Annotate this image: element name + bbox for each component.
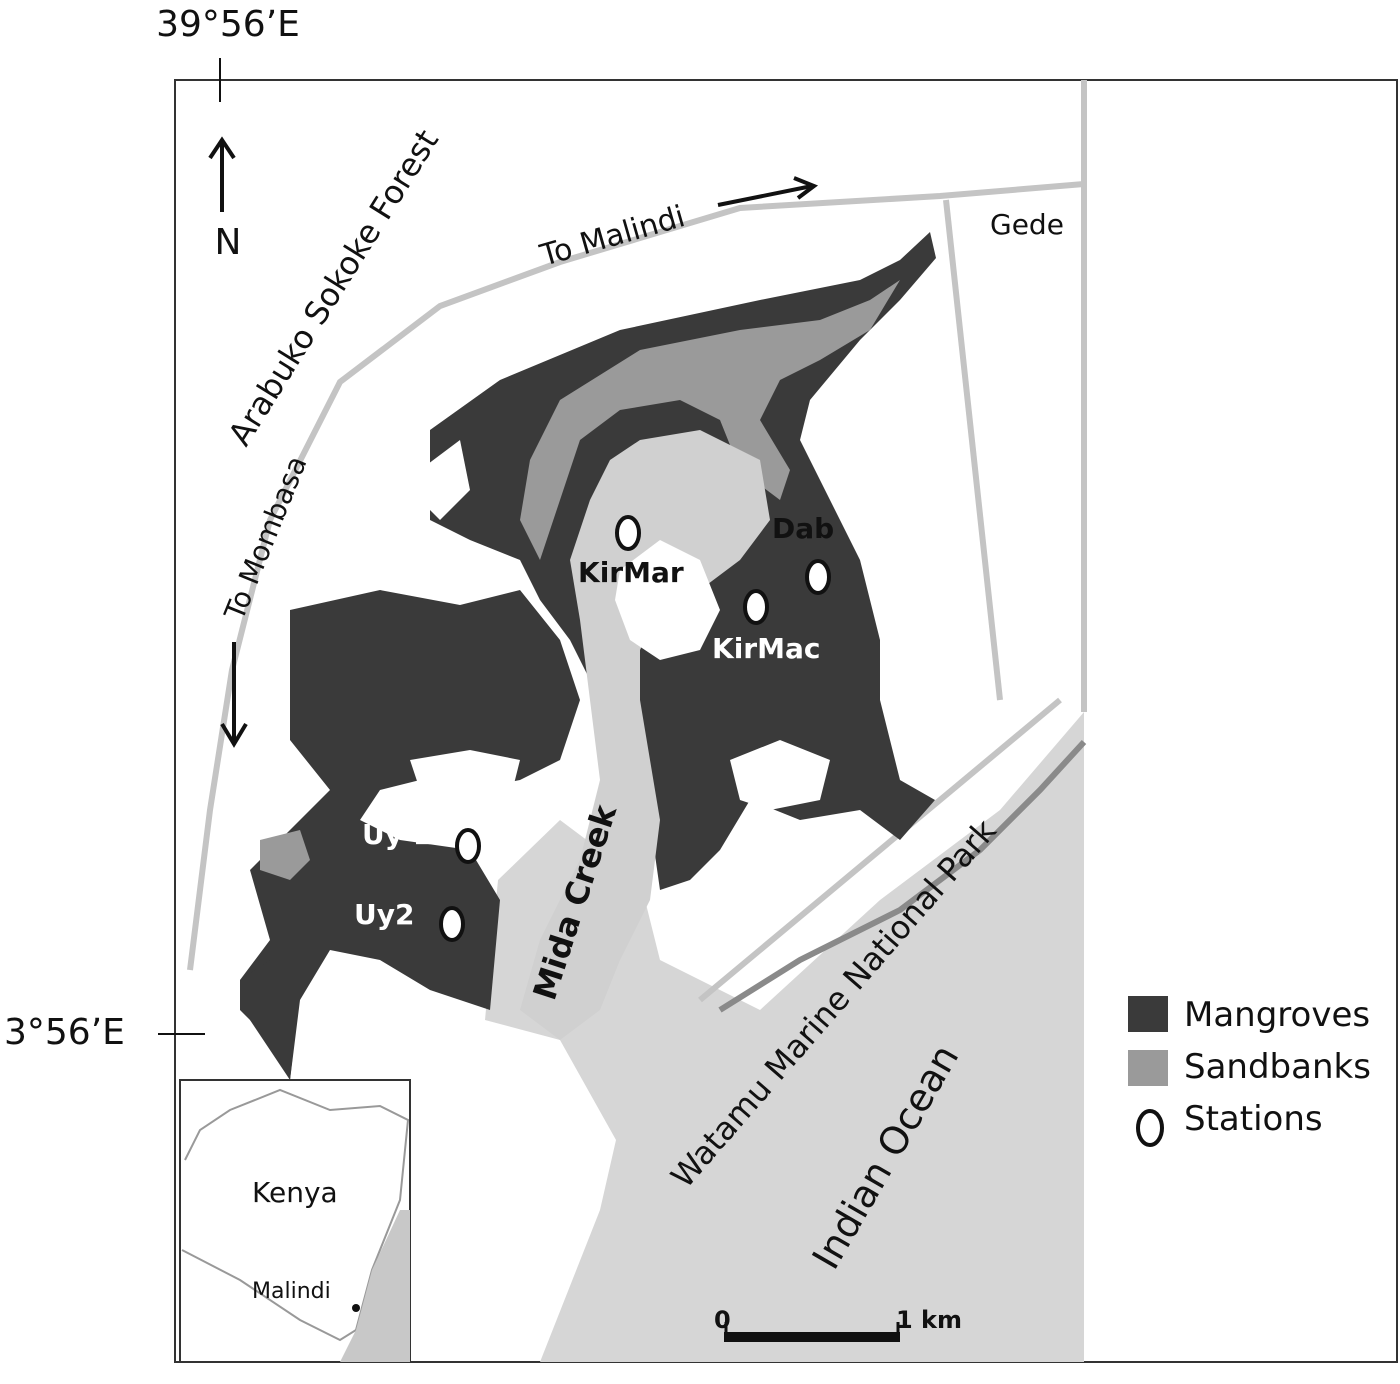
- inset-map: [179, 1079, 411, 1363]
- legend-stations-label: Stations: [1184, 1099, 1323, 1139]
- scale-end-label: 1 km: [896, 1306, 962, 1334]
- sandbank-north-arc: [520, 280, 900, 560]
- station-dab-label: Dab: [772, 512, 834, 545]
- station-kirmac-label: KirMac: [712, 632, 820, 665]
- north-arrow-icon: [208, 136, 236, 212]
- legend-mangroves-swatch: [1128, 996, 1168, 1032]
- road-network: [187, 80, 1087, 1003]
- legend: Mangroves Sandbanks Stations: [1128, 995, 1371, 1147]
- station-uy1-marker: [455, 828, 481, 864]
- latitude-label: 3°56’E: [4, 1012, 125, 1053]
- inset-malindi-dot: [352, 1304, 360, 1312]
- gede-label: Gede: [990, 208, 1064, 241]
- station-kirmar-marker: [615, 515, 641, 551]
- station-ring-icon: [1136, 1109, 1164, 1147]
- ocean-area: [485, 712, 1084, 1362]
- scale-start-label: 0: [714, 1306, 731, 1334]
- station-uy1-label: Uy 1: [362, 818, 432, 851]
- to-mombasa-arrow-icon: [220, 642, 248, 748]
- station-markers: [439, 515, 831, 942]
- creek-island: [615, 540, 720, 660]
- mangrove-west-block: [240, 590, 580, 1080]
- legend-sandbanks-swatch: [1128, 1050, 1168, 1086]
- inset-town-label: Malindi: [252, 1279, 331, 1304]
- road-to-gede: [943, 199, 1003, 701]
- coastline: [718, 739, 1087, 1013]
- to-malindi-arrow-icon: [717, 176, 819, 207]
- north-label: N: [215, 222, 242, 263]
- sandbank-west-islet: [260, 830, 310, 880]
- station-kirmar-label: KirMar: [578, 556, 684, 589]
- station-kirmac-marker: [743, 589, 769, 625]
- road-to-malindi: [187, 181, 1085, 971]
- sandbank-areas: [260, 280, 900, 880]
- station-dab-marker: [805, 559, 831, 595]
- station-uy2-label: Uy2: [354, 898, 414, 931]
- legend-mangroves-label: Mangroves: [1184, 995, 1370, 1035]
- inset-country-label: Kenya: [252, 1176, 338, 1209]
- legend-sandbanks-label: Sandbanks: [1184, 1047, 1371, 1087]
- mangrove-south-spur: [240, 960, 300, 1080]
- inset-ocean: [340, 1210, 410, 1362]
- scale-bar: [724, 1322, 900, 1342]
- road-coastal: [698, 697, 1062, 1003]
- inset-kenya-outline: [181, 1088, 410, 1342]
- inner-land: [410, 440, 830, 810]
- longitude-label: 39°56’E: [156, 4, 300, 45]
- station-uy2-marker: [439, 906, 465, 942]
